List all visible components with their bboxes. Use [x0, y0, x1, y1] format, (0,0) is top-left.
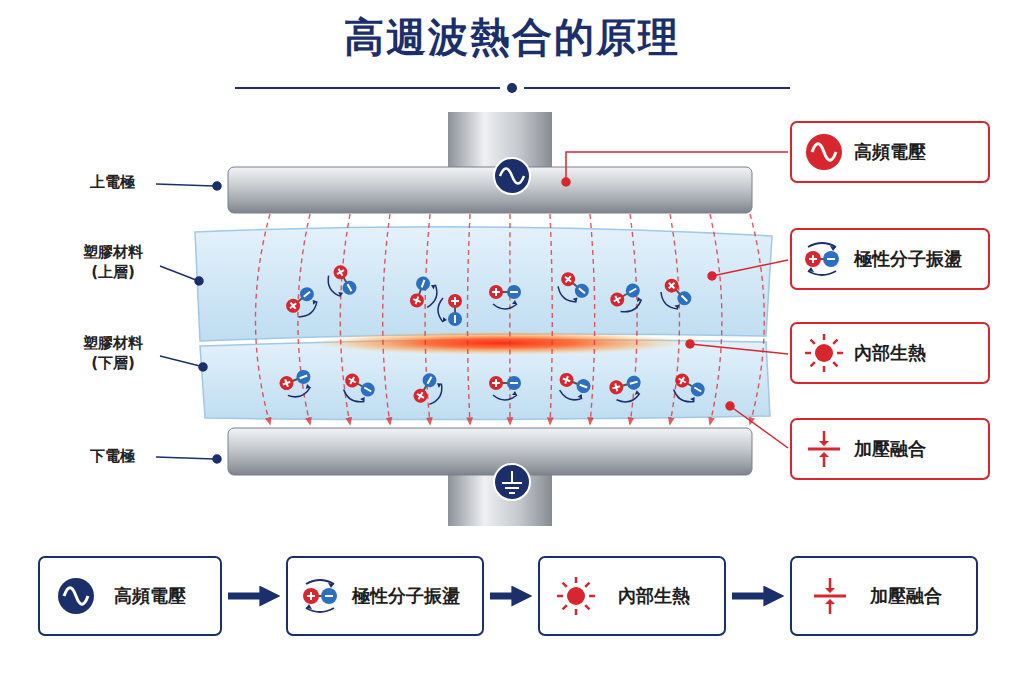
callout-box: 高頻電壓 [790, 121, 990, 183]
flow-arrow [228, 593, 272, 600]
step-text: 極性分子振盪 [352, 584, 460, 608]
process-box: 內部生熱 [538, 556, 726, 636]
step-text: 加壓融合 [854, 437, 926, 461]
polar-molecule [408, 275, 441, 313]
flow-arrow [732, 593, 776, 600]
process-box: 高頻電壓 [38, 556, 222, 636]
step-text: 內部生熱 [618, 584, 690, 608]
polar-molecule [278, 368, 316, 401]
field-line [255, 214, 270, 424]
part-label: 塑膠材料 (上層) [70, 242, 156, 283]
callout-box: 極性分子振盪 [790, 228, 990, 290]
polar-molecule [283, 284, 323, 323]
field-line [750, 214, 764, 424]
callout-box: 內部生熱 [790, 322, 990, 384]
field-line [590, 214, 595, 424]
step-icon [804, 429, 844, 469]
polar-molecule [489, 285, 521, 309]
step-icon [300, 576, 340, 616]
step-icon [802, 239, 842, 279]
field-line [550, 214, 552, 424]
step-text: 極性分子振盪 [854, 247, 962, 271]
part-label: 上電極 [70, 172, 154, 192]
part-label: 下電極 [70, 446, 154, 466]
polar-molecule [338, 371, 378, 408]
field-line [710, 214, 722, 424]
polar-molecule [411, 371, 448, 411]
process-box: 極性分子振盪 [286, 556, 484, 636]
step-icon [804, 132, 844, 172]
flow-arrow [490, 593, 524, 600]
field-line [298, 214, 310, 424]
step-text: 內部生熱 [854, 341, 926, 365]
title: 高週波熱合的原理 [0, 10, 1024, 65]
field-line [383, 214, 390, 424]
step-text: 高頻電壓 [114, 584, 186, 608]
step-icon [556, 576, 596, 616]
polar-molecule [552, 269, 592, 308]
polar-molecule [322, 263, 359, 303]
polar-molecule [668, 371, 708, 408]
polar-molecule [608, 374, 645, 405]
process-box: 加壓融合 [790, 556, 978, 636]
part-label: 塑膠材料 (下層) [70, 333, 156, 374]
polar-molecule [489, 376, 521, 400]
polar-molecule [608, 281, 648, 318]
polar-molecule [438, 294, 462, 326]
callout-box: 加壓融合 [790, 418, 990, 480]
step-icon [810, 576, 850, 616]
step-icon [56, 576, 96, 616]
field-line [467, 214, 470, 424]
step-text: 高頻電壓 [854, 140, 926, 164]
step-icon [804, 333, 844, 373]
polar-molecule [655, 276, 695, 316]
field-line [509, 214, 511, 424]
step-text: 加壓融合 [870, 584, 942, 608]
polar-molecule [554, 371, 592, 404]
